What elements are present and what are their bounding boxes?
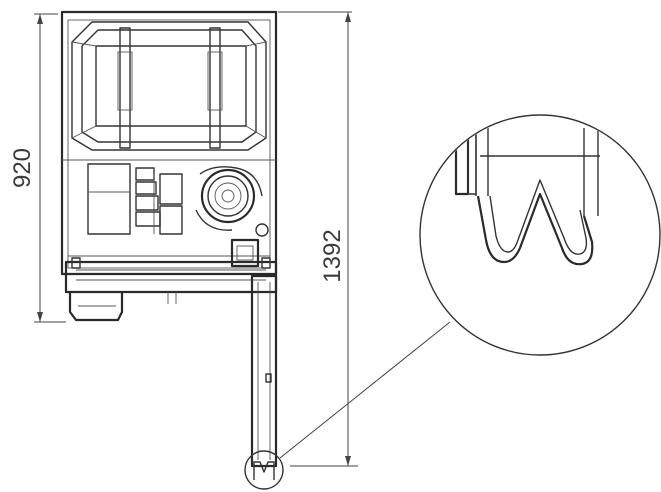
upper-frame <box>71 21 267 151</box>
coil-pipe <box>199 166 263 197</box>
bevel-line <box>245 41 267 47</box>
detail-notch-inner <box>489 179 588 255</box>
dimension-label-1392: 1392 <box>319 229 346 282</box>
fitting <box>255 223 269 237</box>
bar-clamp <box>117 51 133 111</box>
leg-notch <box>253 461 275 480</box>
coil-hub <box>221 189 235 203</box>
cabinet-body <box>60 10 278 276</box>
dimension-arrow <box>37 14 43 24</box>
cabinet-outline <box>60 10 278 276</box>
frame-bar-left <box>119 27 131 149</box>
coil-outer <box>200 168 256 224</box>
bar-clamp <box>207 51 223 111</box>
detail-callout-small <box>244 450 284 490</box>
coil-mid <box>207 175 249 217</box>
leg-hole <box>265 373 272 383</box>
component-block <box>159 173 183 205</box>
bevel-line <box>71 125 97 139</box>
component-block <box>135 181 157 195</box>
frame-window <box>95 45 247 127</box>
component-block <box>135 211 161 227</box>
support-leg <box>250 274 278 480</box>
frame-bar-right <box>209 27 221 149</box>
component-block <box>135 167 155 181</box>
dimension-arrow <box>345 456 351 466</box>
base-tray <box>64 257 278 322</box>
connector-box <box>230 238 260 268</box>
detail-notch-profile <box>476 192 594 266</box>
detail-flange-left <box>454 126 470 196</box>
base-clip <box>261 257 271 269</box>
component-block <box>135 195 159 211</box>
dimension-arrow <box>345 12 351 22</box>
detail-content <box>454 126 600 266</box>
coil-inner <box>214 182 242 210</box>
bevel-line <box>245 125 267 139</box>
dimension-label-920: 920 <box>9 148 36 188</box>
dimension-arrow <box>37 312 43 322</box>
component-block <box>159 205 183 235</box>
leg-outline <box>250 274 278 468</box>
detail-callout-large <box>419 114 661 356</box>
bevel-line <box>71 41 97 47</box>
frame-outer <box>71 21 267 151</box>
dimension-920: 920 <box>9 13 66 323</box>
detail-view <box>419 114 661 356</box>
dimension-1392: 1392 <box>278 11 358 467</box>
drain-tray <box>68 292 124 322</box>
leader-line <box>279 321 451 459</box>
base-clip <box>71 257 81 269</box>
control-box <box>87 163 131 235</box>
frame-mid <box>81 29 257 143</box>
cabinet-inner-wall <box>67 19 271 269</box>
lower-compartment <box>87 163 269 268</box>
connector-box-inner <box>236 245 254 261</box>
coil-pipe <box>195 209 233 231</box>
